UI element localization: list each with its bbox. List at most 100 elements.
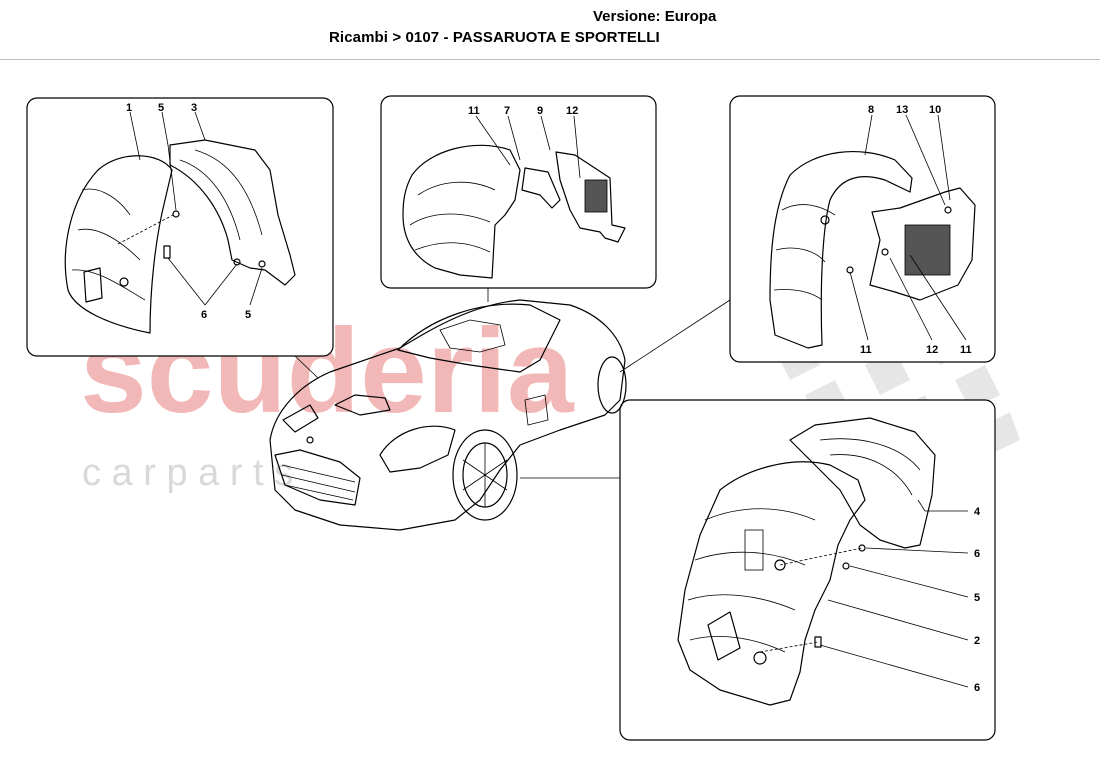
callout-6-top: 6 <box>974 548 980 560</box>
liner-2-ribs <box>687 508 816 653</box>
car-illustration <box>269 299 627 531</box>
fixing-axis <box>117 213 176 245</box>
car-headlight-right <box>379 425 456 473</box>
callout-11-a: 11 <box>860 344 872 356</box>
panel-rear-right-frame <box>729 95 996 363</box>
leader-11 <box>475 115 511 166</box>
connector-front-left <box>294 355 319 379</box>
leader-13 <box>905 114 946 206</box>
screw-10-icon <box>944 206 952 214</box>
callout-6: 6 <box>201 309 207 321</box>
leader-5-top <box>161 111 177 211</box>
access-door-part-12 <box>555 151 626 243</box>
watermark-sub: c a r p a r t s <box>82 452 293 494</box>
leader-9 <box>540 115 551 151</box>
leader-1 <box>129 111 141 161</box>
liner-4-ribs <box>819 438 921 496</box>
car-rear-wheel <box>597 356 627 414</box>
car-front-grille <box>274 449 361 506</box>
leader-6-top <box>865 547 969 554</box>
leader-2 <box>827 599 969 641</box>
panel-bottom-right: 4 6 5 2 6 <box>520 399 996 741</box>
clip-6-a-icon <box>163 245 171 259</box>
car-headlight-left <box>282 404 319 433</box>
leader-4 <box>917 499 968 512</box>
car-windshield <box>397 303 561 373</box>
wheelhouse-liner-rear-part-8 <box>769 150 913 349</box>
clip-12-icon <box>881 248 889 256</box>
callout-12: 12 <box>566 105 578 117</box>
callout-11-b: 11 <box>960 344 972 356</box>
leader-11-a <box>849 271 869 341</box>
callout-9: 9 <box>537 105 543 117</box>
panel-front-left-frame <box>26 97 334 357</box>
leader-5 <box>849 565 969 598</box>
leader-6-bottom <box>819 644 969 688</box>
liner-8-fixing-hole <box>820 215 830 225</box>
callout-10: 10 <box>929 104 941 116</box>
liner-8-ribs <box>773 204 836 301</box>
connector-rear-right <box>619 299 731 373</box>
liner-7-ribs <box>409 181 496 253</box>
car-front-spokes <box>462 443 508 507</box>
panel-bottom-right-frame <box>619 399 996 741</box>
clip-6-b-icon <box>233 258 241 266</box>
callout-3: 3 <box>191 102 197 114</box>
leader-7 <box>507 115 521 161</box>
car-badge-icon <box>306 436 314 444</box>
leader-6-a <box>167 257 206 306</box>
rear-door-grille <box>904 224 951 276</box>
panel-rear-right: 8 13 10 11 12 11 <box>619 95 996 373</box>
leader-5-bottom <box>249 267 263 306</box>
wheelhouse-liner-front-part-3 <box>169 139 296 286</box>
callout-13: 13 <box>896 104 908 116</box>
car-body-outline <box>269 299 626 531</box>
panel-top-middle-frame <box>380 95 657 289</box>
wheelhouse-liner-rear-part-2 <box>677 461 866 706</box>
access-door-grille <box>584 179 608 213</box>
callout-5: 5 <box>974 592 980 604</box>
car-hood-scoop <box>334 394 391 416</box>
callout-8: 8 <box>868 104 874 116</box>
bracket-part-9 <box>521 167 561 209</box>
car-front-wheel <box>452 429 518 521</box>
liner-2-panel <box>744 529 764 571</box>
leader-3 <box>194 111 206 141</box>
callout-1: 1 <box>126 102 132 114</box>
liner-fixing-hole <box>119 277 129 287</box>
clip-6-bottom-icon <box>814 636 822 648</box>
callout-12: 12 <box>926 344 938 356</box>
liner-2-vent <box>707 611 741 661</box>
liner-ribs <box>71 188 146 301</box>
page-header: Versione: Europa Ricambi > 0107 - PASSAR… <box>0 0 1100 60</box>
screw-5-icon <box>842 562 850 570</box>
wheelhouse-liner-front-part-1 <box>64 155 173 334</box>
screw-5-b-icon <box>258 260 266 268</box>
car-interior <box>439 319 506 353</box>
clip-6-top-icon <box>858 544 866 552</box>
leader-12 <box>889 257 933 341</box>
liner-2-fixing-hole-b <box>774 559 786 571</box>
panel-front-left: 1 5 3 6 5 <box>26 97 334 379</box>
wheelhouse-liner-upper-part-7 <box>402 144 521 279</box>
leader-12 <box>573 115 581 179</box>
callout-4: 4 <box>974 506 981 518</box>
liner-vent-opening <box>83 267 103 303</box>
screw-5-a-icon <box>172 210 180 218</box>
leader-6-b <box>204 263 238 306</box>
liner-3-ribs <box>179 149 263 241</box>
leader-10 <box>937 114 951 201</box>
header-divider <box>0 59 1100 60</box>
access-door-part-13 <box>869 187 976 301</box>
version-label: Versione: Europa <box>593 8 717 25</box>
callout-7: 7 <box>504 105 510 117</box>
callout-5-top: 5 <box>158 102 164 114</box>
callout-11: 11 <box>468 105 480 117</box>
leader-8 <box>864 114 873 156</box>
panel-top-middle: 11 7 9 12 <box>380 95 657 302</box>
fixing-axis-top <box>779 547 863 566</box>
callout-5-bottom: 5 <box>245 309 251 321</box>
wheelhouse-liner-rear-part-4 <box>789 417 936 549</box>
leader-11-b <box>909 254 967 341</box>
